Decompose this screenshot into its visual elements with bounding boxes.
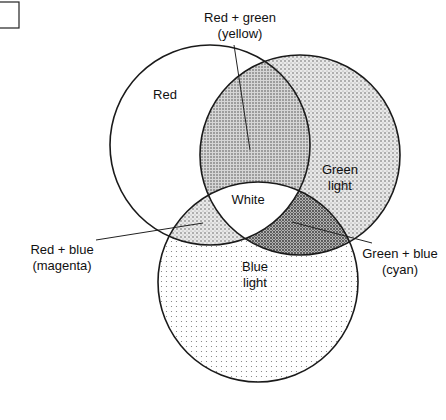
leader-line bbox=[234, 45, 250, 150]
blue-fill bbox=[158, 182, 358, 382]
circle-outline bbox=[110, 45, 310, 245]
circle-outline bbox=[200, 55, 400, 255]
circle-label: Blue light bbox=[232, 259, 278, 290]
magenta-fill bbox=[158, 182, 358, 382]
cropped-box bbox=[0, 2, 19, 28]
circle-label: Red bbox=[145, 87, 185, 103]
region-label: Red + green (yellow) bbox=[199, 10, 281, 41]
circle-outline bbox=[200, 55, 400, 255]
circle-outline bbox=[158, 182, 358, 382]
circle-label: Green light bbox=[317, 162, 363, 193]
region-label: Green + blue (cyan) bbox=[359, 246, 441, 277]
light-circle: Blue light bbox=[158, 182, 358, 382]
leader-line bbox=[292, 222, 372, 243]
region-label: Red + blue (magenta) bbox=[23, 242, 101, 273]
light-circle: Green light bbox=[200, 55, 400, 255]
cyan-fill bbox=[158, 182, 358, 382]
light-circle: Red bbox=[110, 45, 310, 245]
white-fill bbox=[158, 182, 358, 382]
circle-outline bbox=[110, 45, 310, 245]
region-label: White bbox=[218, 192, 278, 208]
